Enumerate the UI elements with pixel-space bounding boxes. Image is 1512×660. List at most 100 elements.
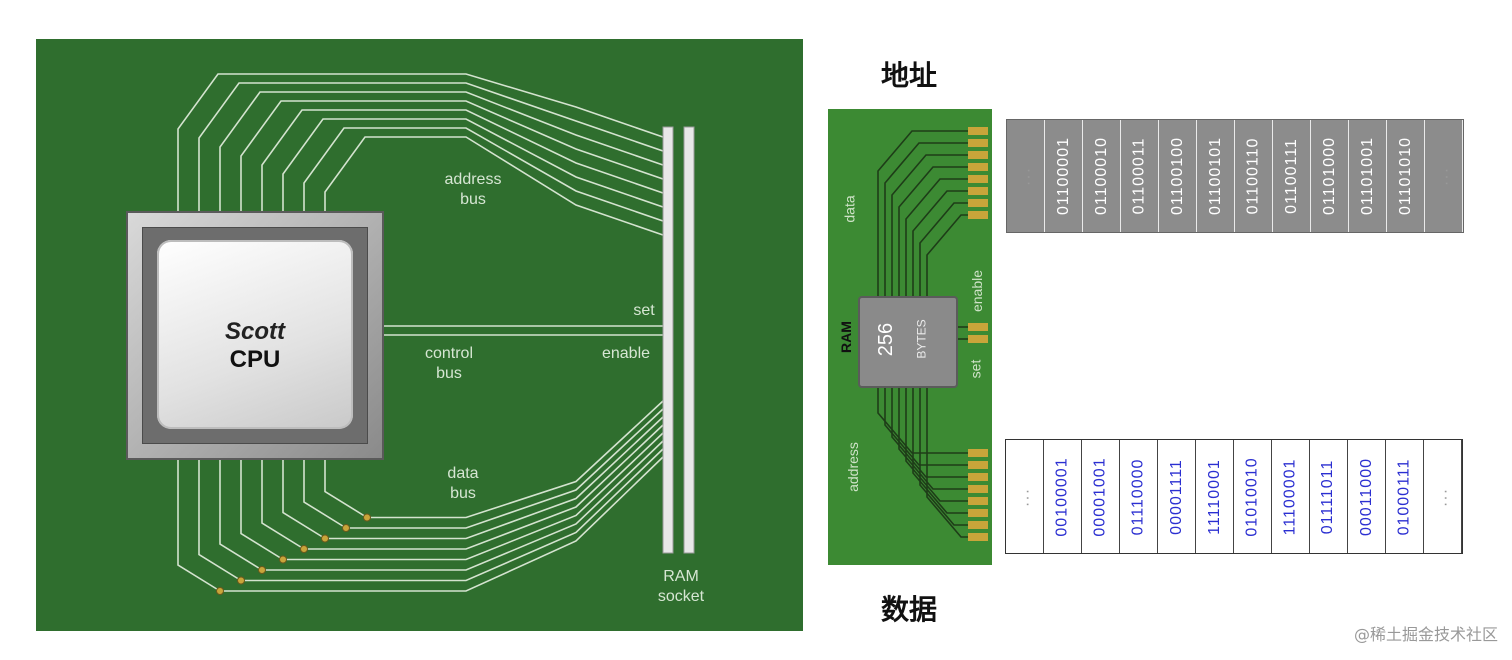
address-cell-value: ... [1434, 166, 1452, 186]
address-cell-value: 01100010 [1092, 137, 1110, 215]
ram-data-contact [968, 199, 988, 207]
ram-module: data enable set address RAM 256 BYTES [828, 109, 992, 565]
ram-set-label: set [967, 359, 984, 379]
data-cell-value: 00001001 [1091, 456, 1109, 537]
address-cell: 01100011 [1121, 120, 1159, 232]
ram-address-contact [968, 485, 988, 493]
data-bus-pad [216, 587, 224, 595]
ram-data-trace [926, 214, 968, 296]
data-bus-trace [303, 456, 347, 529]
data-cell-value: 11110001 [1205, 458, 1223, 535]
ram-address-trace [926, 386, 968, 538]
ram-data-contact [968, 211, 988, 219]
ram-address-trace [905, 386, 968, 502]
data-bus-trace [220, 456, 664, 592]
ram-socket-rail-left [662, 126, 674, 554]
address-cell: ... [1007, 120, 1045, 232]
memory-chip: 256 BYTES [858, 296, 958, 388]
data-cell-value: 00100001 [1053, 456, 1071, 537]
data-heading: 数据 [881, 593, 938, 626]
data-bus-trace [177, 456, 221, 592]
chip-capacity: 256 [875, 322, 898, 357]
ram-data-contact [968, 187, 988, 195]
address-cell-value: 01100111 [1282, 138, 1300, 214]
ram-address-contact [968, 461, 988, 469]
data-bus-pad [300, 545, 308, 553]
address-cell-value: 01101001 [1358, 137, 1376, 215]
ram-label: RAM [837, 321, 854, 353]
data-cell: 11100001 [1272, 440, 1310, 553]
ram-address-contact [968, 497, 988, 505]
ram-address-trace [912, 386, 968, 514]
ram-data-contact [968, 151, 988, 159]
ram-address-label: address [844, 442, 861, 492]
cpu-type: CPU [229, 346, 281, 373]
data-bus-pad [258, 566, 266, 574]
ram-data-trace [877, 130, 968, 296]
data-cell: 00011000 [1348, 440, 1386, 553]
ram-address-trace [891, 386, 968, 478]
set-line-label: set [633, 302, 655, 319]
data-cell: 00100001 [1044, 440, 1082, 553]
data-cell: 11110001 [1196, 440, 1234, 553]
ram-address-contact [968, 509, 988, 517]
bus-traces [177, 73, 695, 595]
data-cell: 01010010 [1234, 440, 1272, 553]
ram-enable-label: enable [969, 269, 986, 313]
address-bus-trace [261, 109, 664, 211]
address-cell: 01101001 [1349, 120, 1387, 232]
data-bus-trace [241, 448, 664, 582]
ram-address-contact [968, 521, 988, 529]
address-cell-value: 01101000 [1320, 137, 1338, 215]
data-bus-trace [367, 400, 664, 519]
data-bus-trace [219, 456, 263, 571]
chip-unit: BYTES [914, 319, 929, 359]
data-cell-value: 01110000 [1129, 458, 1147, 535]
data-cell-value: 01000111 [1395, 458, 1413, 535]
address-cell: 01100101 [1197, 120, 1235, 232]
data-bus-trace [261, 456, 305, 550]
address-bus-trace [177, 73, 664, 211]
data-bus-pad [321, 534, 329, 543]
data-cell: ... [1006, 440, 1044, 553]
ram-address-trace [884, 386, 968, 466]
address-cell: 01100100 [1159, 120, 1197, 232]
data-cell: 00001111 [1158, 440, 1196, 553]
cpu-die: Scott CPU [157, 240, 353, 429]
data-bus-pad [237, 576, 245, 585]
address-bus-trace [324, 136, 664, 236]
address-heading: 地址 [881, 59, 938, 92]
data-strip: ... 00100001 00001001 01110000 00001111 11110… [1005, 439, 1463, 554]
cpu-chip: Scott CPU [126, 211, 384, 460]
cpu-name: Scott [225, 318, 285, 345]
data-bus-trace [282, 456, 326, 540]
address-cell-value: 01100100 [1168, 137, 1186, 215]
address-cell-value: 01100101 [1206, 137, 1224, 215]
data-bus-pad [363, 513, 371, 522]
address-cell: 01100001 [1045, 120, 1083, 232]
ram-data-trace [912, 190, 968, 296]
data-bus-trace [304, 424, 664, 550]
address-bus-trace [219, 91, 664, 211]
data-cell-value: ... [1015, 486, 1033, 507]
ram-data-trace [898, 166, 968, 296]
data-cell: ... [1424, 440, 1462, 553]
address-cell-value: 01100001 [1054, 137, 1072, 215]
data-cell: 01110000 [1120, 440, 1158, 553]
address-bus-trace [198, 82, 664, 211]
ram-address-trace [919, 386, 968, 526]
ram-data-trace [884, 142, 968, 296]
data-bus-trace [325, 416, 664, 540]
address-cell: 01101000 [1311, 120, 1349, 232]
address-cell: 01101010 [1387, 120, 1425, 232]
data-cell-value: 00001111 [1167, 458, 1185, 535]
ram-set-contact [968, 335, 988, 343]
data-bus-trace [240, 456, 284, 561]
ram-socket-rail-right [683, 126, 695, 554]
address-cell: 01100111 [1273, 120, 1311, 232]
address-cell: ... [1425, 120, 1463, 232]
